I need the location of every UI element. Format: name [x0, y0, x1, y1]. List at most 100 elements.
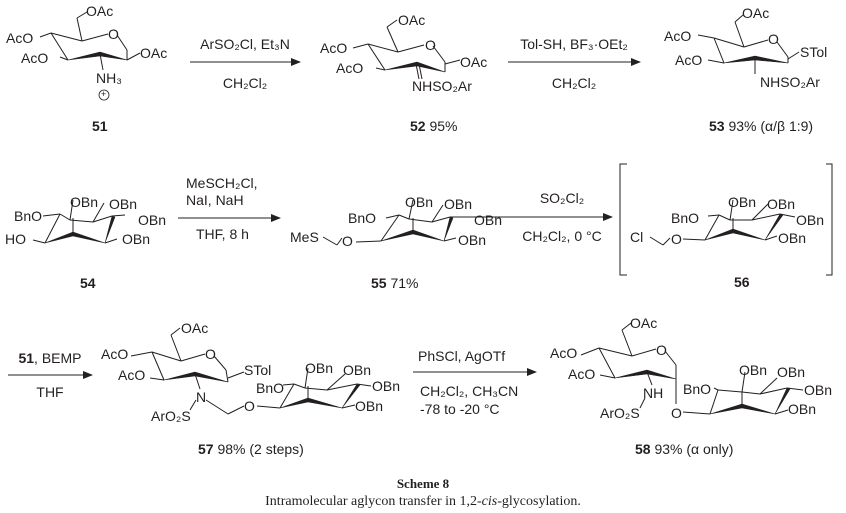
label-aco-4: AcO — [320, 40, 348, 56]
compound-label-58: 58 93% (α only) — [635, 441, 734, 457]
label-obn: OBn — [444, 196, 473, 212]
label-ring-o: O — [108, 26, 119, 42]
reagents-r6-below-line2: -78 to -20 °C — [420, 401, 500, 417]
reagents-r3-below: THF, 8 h — [196, 226, 249, 242]
label-glycosidic-o: O — [671, 405, 682, 421]
label-oac-6: OAc — [181, 320, 209, 336]
label-aro2s: ArO₂S — [151, 408, 191, 424]
label-nh3: NH₃ — [96, 70, 122, 86]
label-nhso2ar: NHSO₂Ar — [760, 74, 820, 90]
label-aco-4: AcO — [6, 30, 34, 46]
reagents-r3-above-line1: MeSCH₂Cl, — [186, 175, 258, 191]
label-aco-3: AcO — [675, 52, 703, 68]
label-ring-o: O — [768, 31, 779, 47]
reagents-r3-above-line2: NaI, NaH — [186, 192, 244, 208]
label-ether-o: O — [244, 398, 255, 414]
label-obn: OBn — [458, 232, 487, 248]
label-aco-4: AcO — [550, 345, 578, 361]
reagents-r1-below: CH₂Cl₂ — [222, 75, 268, 91]
bracket-left — [619, 163, 627, 276]
label-obn: OBn — [767, 196, 796, 212]
label-obn: OBn — [405, 194, 434, 210]
label-stol: STol — [244, 362, 272, 378]
caption-text-pre: Intramolecular aglycon transfer in 1,2- — [265, 494, 482, 509]
yield-53: 93% (α/β 1:9) — [728, 118, 814, 134]
label-nh: NH — [643, 385, 664, 401]
compound-label-51: 51 — [92, 118, 108, 134]
reagents-r6-above: PhSCl, AgOTf — [418, 348, 506, 364]
label-oac-1: OAc — [460, 54, 488, 70]
reagents-r2-below: CH₂Cl₂ — [551, 75, 597, 91]
label-obn: OBn — [796, 212, 825, 228]
label-obn: OBn — [728, 194, 757, 210]
reagents-r6-below-line1: CH₂Cl₂, CH₃CN — [420, 383, 519, 399]
label-aco-3: AcO — [118, 367, 146, 383]
reagents-r5-above: 51, BEMP — [8, 350, 92, 366]
label-obn: OBn — [739, 362, 768, 378]
label-obn: OBn — [777, 364, 806, 380]
label-mes: MeS — [290, 229, 319, 245]
label-ho: HO — [5, 231, 26, 247]
label-aco-3: AcO — [336, 60, 364, 76]
label-obn: OBn — [122, 231, 151, 247]
label-obn: OBn — [474, 212, 503, 228]
label-nhso2ar: NHSO₂Ar — [412, 78, 472, 94]
label-oac-6: OAc — [630, 315, 658, 331]
label-aco-3: AcO — [568, 366, 596, 382]
label-oac-6: OAc — [86, 3, 114, 19]
compound-label-56: 56 — [734, 274, 750, 290]
scheme-title: Scheme 8 — [396, 476, 450, 491]
structure-53 — [697, 14, 800, 74]
structure-52 — [352, 19, 461, 80]
caption-text-post: -glycosylation. — [497, 494, 581, 509]
compound-label-54: 54 — [80, 275, 96, 291]
label-obn: OBn — [343, 362, 372, 378]
label-stol: STol — [800, 44, 828, 60]
label-obn: OBn — [109, 196, 138, 212]
reagents-r4-above: SO₂Cl₂ — [539, 190, 585, 206]
structure-54 — [32, 199, 126, 244]
structure-55 — [322, 199, 512, 246]
positive-charge — [98, 89, 110, 101]
compound-label-52: 52 95% — [410, 118, 458, 134]
label-oac-6: OAc — [742, 5, 770, 21]
reagents-r2-above: Tol-SH, BF₃·OEt₂ — [520, 36, 628, 52]
label-cl: Cl — [630, 229, 644, 245]
label-bno: BnO — [348, 210, 377, 226]
yield-58: 93% (α only) — [654, 441, 734, 457]
structure-58 — [580, 322, 804, 415]
caption-text-italic: cis — [481, 494, 498, 509]
label-obn: OBn — [778, 230, 807, 246]
label-plus: + — [101, 89, 107, 99]
label-bno: BnO — [683, 381, 712, 397]
label-obn: OBn — [138, 212, 167, 228]
label-n: N — [196, 389, 207, 405]
compound-label-55: 55 71% — [371, 275, 419, 291]
label-aro2s: ArO₂S — [600, 405, 640, 421]
label-aco-3: AcO — [21, 50, 49, 66]
label-ring-o: O — [425, 37, 436, 53]
yield-57: 98% (2 steps) — [217, 441, 304, 457]
label-obn: OBn — [804, 382, 833, 398]
compound-label-57: 57 98% (2 steps) — [198, 441, 304, 457]
label-ether-o: O — [671, 231, 682, 247]
label-ring-o: O — [656, 342, 667, 358]
reagents-r1-above: ArSO₂Cl, Et₃N — [200, 36, 290, 52]
yield-52: 95% — [429, 118, 458, 134]
label-obn: OBn — [70, 194, 99, 210]
label-bno: BnO — [671, 210, 700, 226]
scheme-caption: Intramolecular aglycon transfer in 1,2-c… — [0, 494, 846, 510]
label-bno: BnO — [256, 380, 285, 396]
label-aco-4: AcO — [664, 28, 692, 44]
reagent-compound-51: 51 — [18, 350, 35, 366]
label-oac-1: OAc — [140, 45, 168, 61]
reagents-r5-below: THF — [36, 384, 64, 400]
structure-57 — [130, 327, 372, 415]
structure-51 — [39, 11, 141, 71]
label-ether-o: O — [342, 233, 353, 249]
label-obn: OBn — [372, 378, 401, 394]
yield-55: 71% — [390, 275, 419, 291]
compound-label-53: 53 93% (α/β 1:9) — [709, 118, 814, 134]
label-bno: BnO — [14, 208, 43, 224]
